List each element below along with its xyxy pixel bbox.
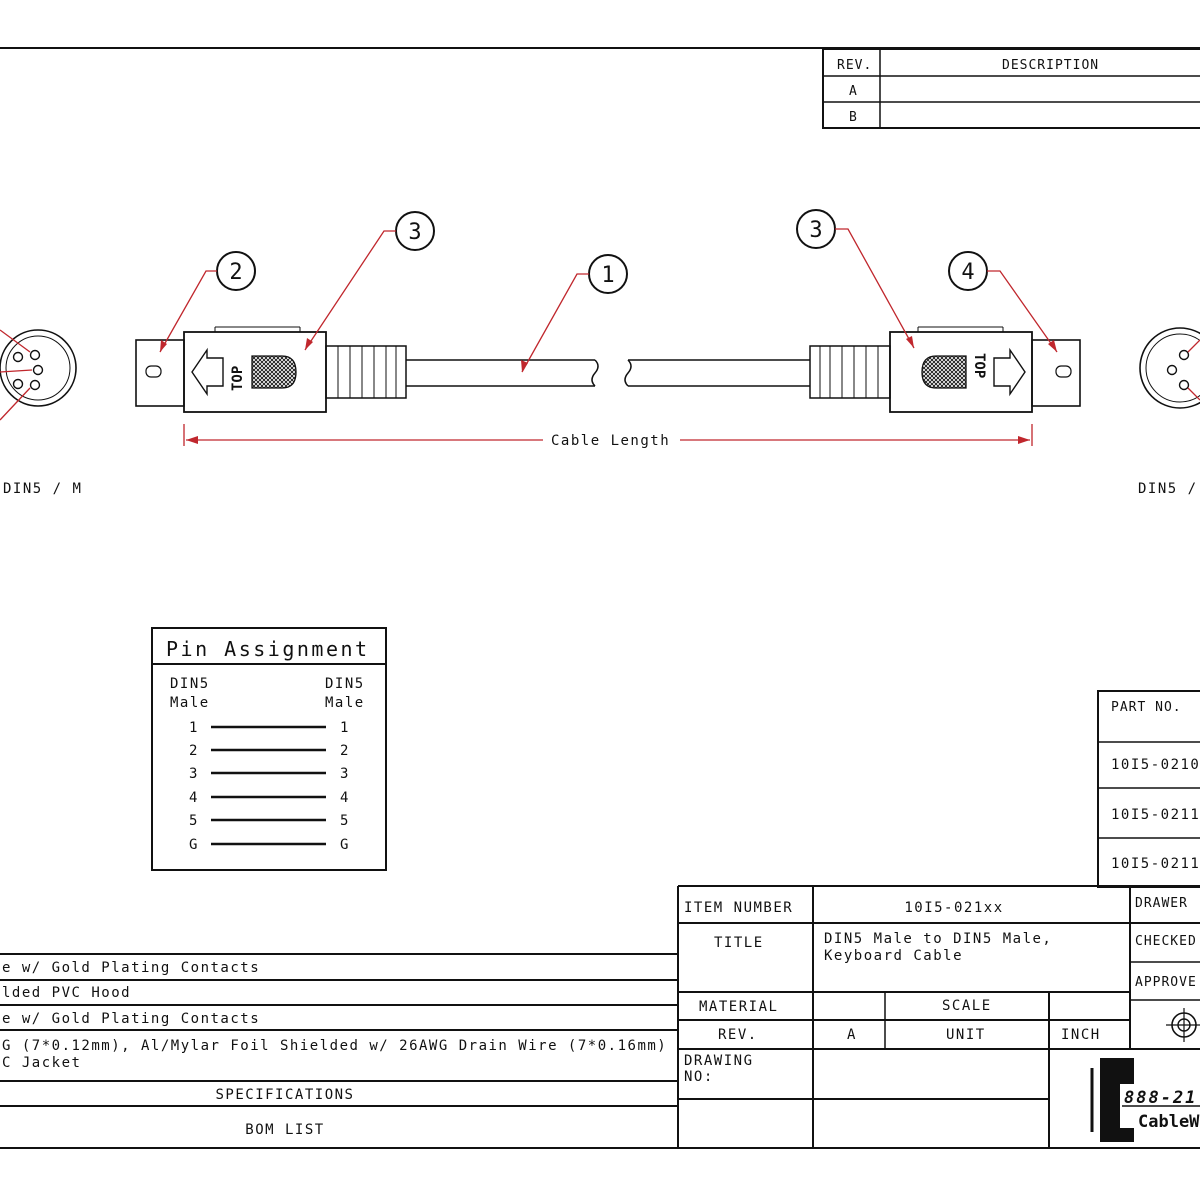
rev-row-a: A <box>849 84 858 99</box>
balloon-3-left: 3 <box>304 211 435 351</box>
unit-value: INCH <box>1061 1027 1101 1043</box>
pin-left: 2 <box>189 743 199 759</box>
top-mark-left: TOP <box>230 366 246 391</box>
pin-left: 4 <box>189 790 199 806</box>
title-block: ITEM NUMBER 10I5-021xx TITLE DIN5 Male t… <box>677 885 1200 1148</box>
cable-length-dimension: Cable Length <box>183 424 1033 449</box>
right-header-2: Male <box>325 695 365 711</box>
connector-right-label: DIN5 / <box>1138 481 1198 497</box>
part-number-table: PART NO. 10I5-0210 10I5-0211 10I5-0211 <box>1097 690 1200 888</box>
left-header-1: DIN5 <box>170 676 210 692</box>
drawing-no-label-2: NO: <box>684 1069 714 1085</box>
pin-assignment-title: Pin Assignment <box>166 637 370 661</box>
balloon-4: 4 <box>948 251 1058 353</box>
top-mark-right: TOP <box>971 353 987 378</box>
pin-left: 1 <box>189 720 199 736</box>
part-no-item: 10I5-0211 <box>1111 807 1200 823</box>
logo-name: CableW <box>1138 1112 1200 1132</box>
scale-label: SCALE <box>942 998 992 1014</box>
title-line-2: Keyboard Cable <box>824 948 963 964</box>
part-no-header: PART NO. <box>1111 700 1182 715</box>
balloon-1: 1 <box>521 254 628 373</box>
left-header-2: Male <box>170 695 210 711</box>
revision-table: REV. DESCRIPTION A B <box>822 48 1200 129</box>
pin-left: 3 <box>189 766 199 782</box>
bom-row: lded PVC Hood <box>2 985 131 1001</box>
left-plug: TOP <box>135 326 407 413</box>
pin-assignment-table: Pin Assignment DIN5 Male DIN5 Male 1 1 2… <box>151 627 387 871</box>
right-header-1: DIN5 <box>325 676 365 692</box>
rev-header: REV. <box>837 58 872 73</box>
right-connector-end-view <box>1139 327 1200 409</box>
bom-table: e w/ Gold Plating Contacts lded PVC Hood… <box>0 953 1200 1149</box>
svg-text:4: 4 <box>961 260 974 285</box>
drawing-no-label-1: DRAWING <box>684 1053 754 1069</box>
approved-label: APPROVE <box>1135 975 1197 990</box>
svg-text:2: 2 <box>229 260 242 285</box>
logo-phone: 888-21 <box>1124 1088 1197 1108</box>
rev-label: REV. <box>718 1027 758 1043</box>
pin-rows: 1 1 2 2 3 3 4 4 5 5 G G <box>189 720 350 853</box>
bom-list-label: BOM LIST <box>245 1122 324 1138</box>
left-connector-end-view <box>0 329 77 421</box>
cable-body <box>406 359 810 387</box>
pin-right: 1 <box>340 720 350 736</box>
rev-row-b: B <box>849 110 858 125</box>
balloon-3-right: 3 <box>796 209 915 349</box>
pin-right: 4 <box>340 790 350 806</box>
bom-row: C Jacket <box>2 1055 81 1071</box>
bom-row: e w/ Gold Plating Contacts <box>2 1011 260 1027</box>
cable-length-label: Cable Length <box>551 433 670 449</box>
cablewholesale-logo: 888-21 CableW <box>1090 1058 1200 1142</box>
item-number-label: ITEM NUMBER <box>684 900 793 916</box>
title-label: TITLE <box>714 935 764 951</box>
title-line-1: DIN5 Male to DIN5 Male, <box>824 931 1052 947</box>
unit-label: UNIT <box>946 1027 986 1043</box>
balloon-2: 2 <box>159 251 256 353</box>
pin-right: 2 <box>340 743 350 759</box>
specifications-label: SPECIFICATIONS <box>215 1087 354 1103</box>
pin-right: G <box>340 837 350 853</box>
drawer-label: DRAWER <box>1135 896 1188 911</box>
pin-left: 5 <box>189 813 199 829</box>
connector-left-label: DIN5 / M <box>3 481 82 497</box>
rev-value: A <box>847 1027 857 1043</box>
part-no-item: 10I5-0211 <box>1111 856 1200 872</box>
part-no-item: 10I5-0210 <box>1111 757 1200 773</box>
bom-row: G (7*0.12mm), Al/Mylar Foil Shielded w/ … <box>2 1038 667 1054</box>
item-number-value: 10I5-021xx <box>904 900 1003 916</box>
bom-row: e w/ Gold Plating Contacts <box>2 960 260 976</box>
right-plug: TOP <box>809 326 1081 413</box>
checked-label: CHECKED <box>1135 934 1197 949</box>
projection-symbol-icon <box>1166 1008 1200 1042</box>
pin-right: 3 <box>340 766 350 782</box>
material-label: MATERIAL <box>699 999 778 1015</box>
svg-text:3: 3 <box>408 220 421 245</box>
description-header: DESCRIPTION <box>1002 58 1099 73</box>
pin-right: 5 <box>340 813 350 829</box>
svg-text:1: 1 <box>601 263 614 288</box>
svg-text:3: 3 <box>809 218 822 243</box>
pin-left: G <box>189 837 199 853</box>
